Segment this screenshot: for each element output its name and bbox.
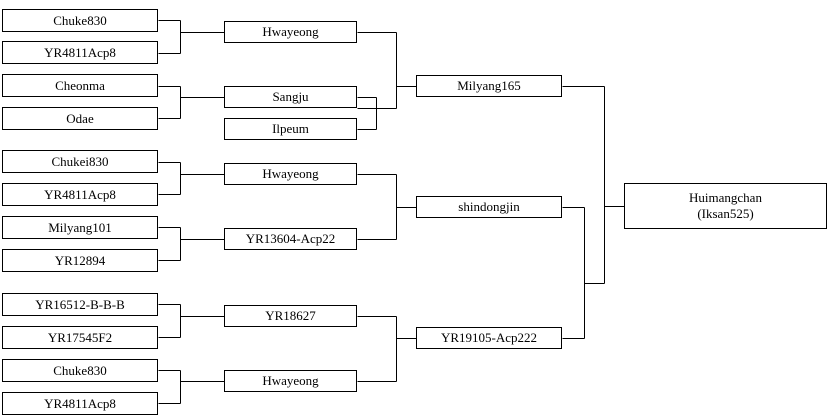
cross-node: Sangju	[224, 86, 357, 108]
parent-node: YR12894	[2, 249, 158, 272]
parent-node: YR16512-B-B-B	[2, 293, 158, 316]
parent-node: YR4811Acp8	[2, 183, 158, 206]
parent-node: Chukei830	[2, 150, 158, 173]
parent-node: Chuke830	[2, 359, 158, 382]
cross-node: shindongjin	[416, 196, 562, 218]
parent-node: Milyang101	[2, 216, 158, 239]
root-variety-node: Huimangchan (Iksan525)	[624, 183, 827, 229]
parent-node: Chuke830	[2, 9, 158, 32]
parent-node: YR4811Acp8	[2, 41, 158, 64]
cross-node: YR13604-Acp22	[224, 228, 357, 250]
parent-node: Odae	[2, 107, 158, 130]
cross-node: YR19105-Acp222	[416, 327, 562, 349]
parent-node: YR4811Acp8	[2, 392, 158, 415]
cross-node: Hwayeong	[224, 163, 357, 185]
cross-node: YR18627	[224, 305, 357, 327]
cross-node: Hwayeong	[224, 370, 357, 392]
parent-node: Cheonma	[2, 74, 158, 97]
parent-node: YR17545F2	[2, 326, 158, 349]
cross-node: Hwayeong	[224, 21, 357, 43]
cross-node: Milyang165	[416, 75, 562, 97]
cross-node: Ilpeum	[224, 118, 357, 140]
